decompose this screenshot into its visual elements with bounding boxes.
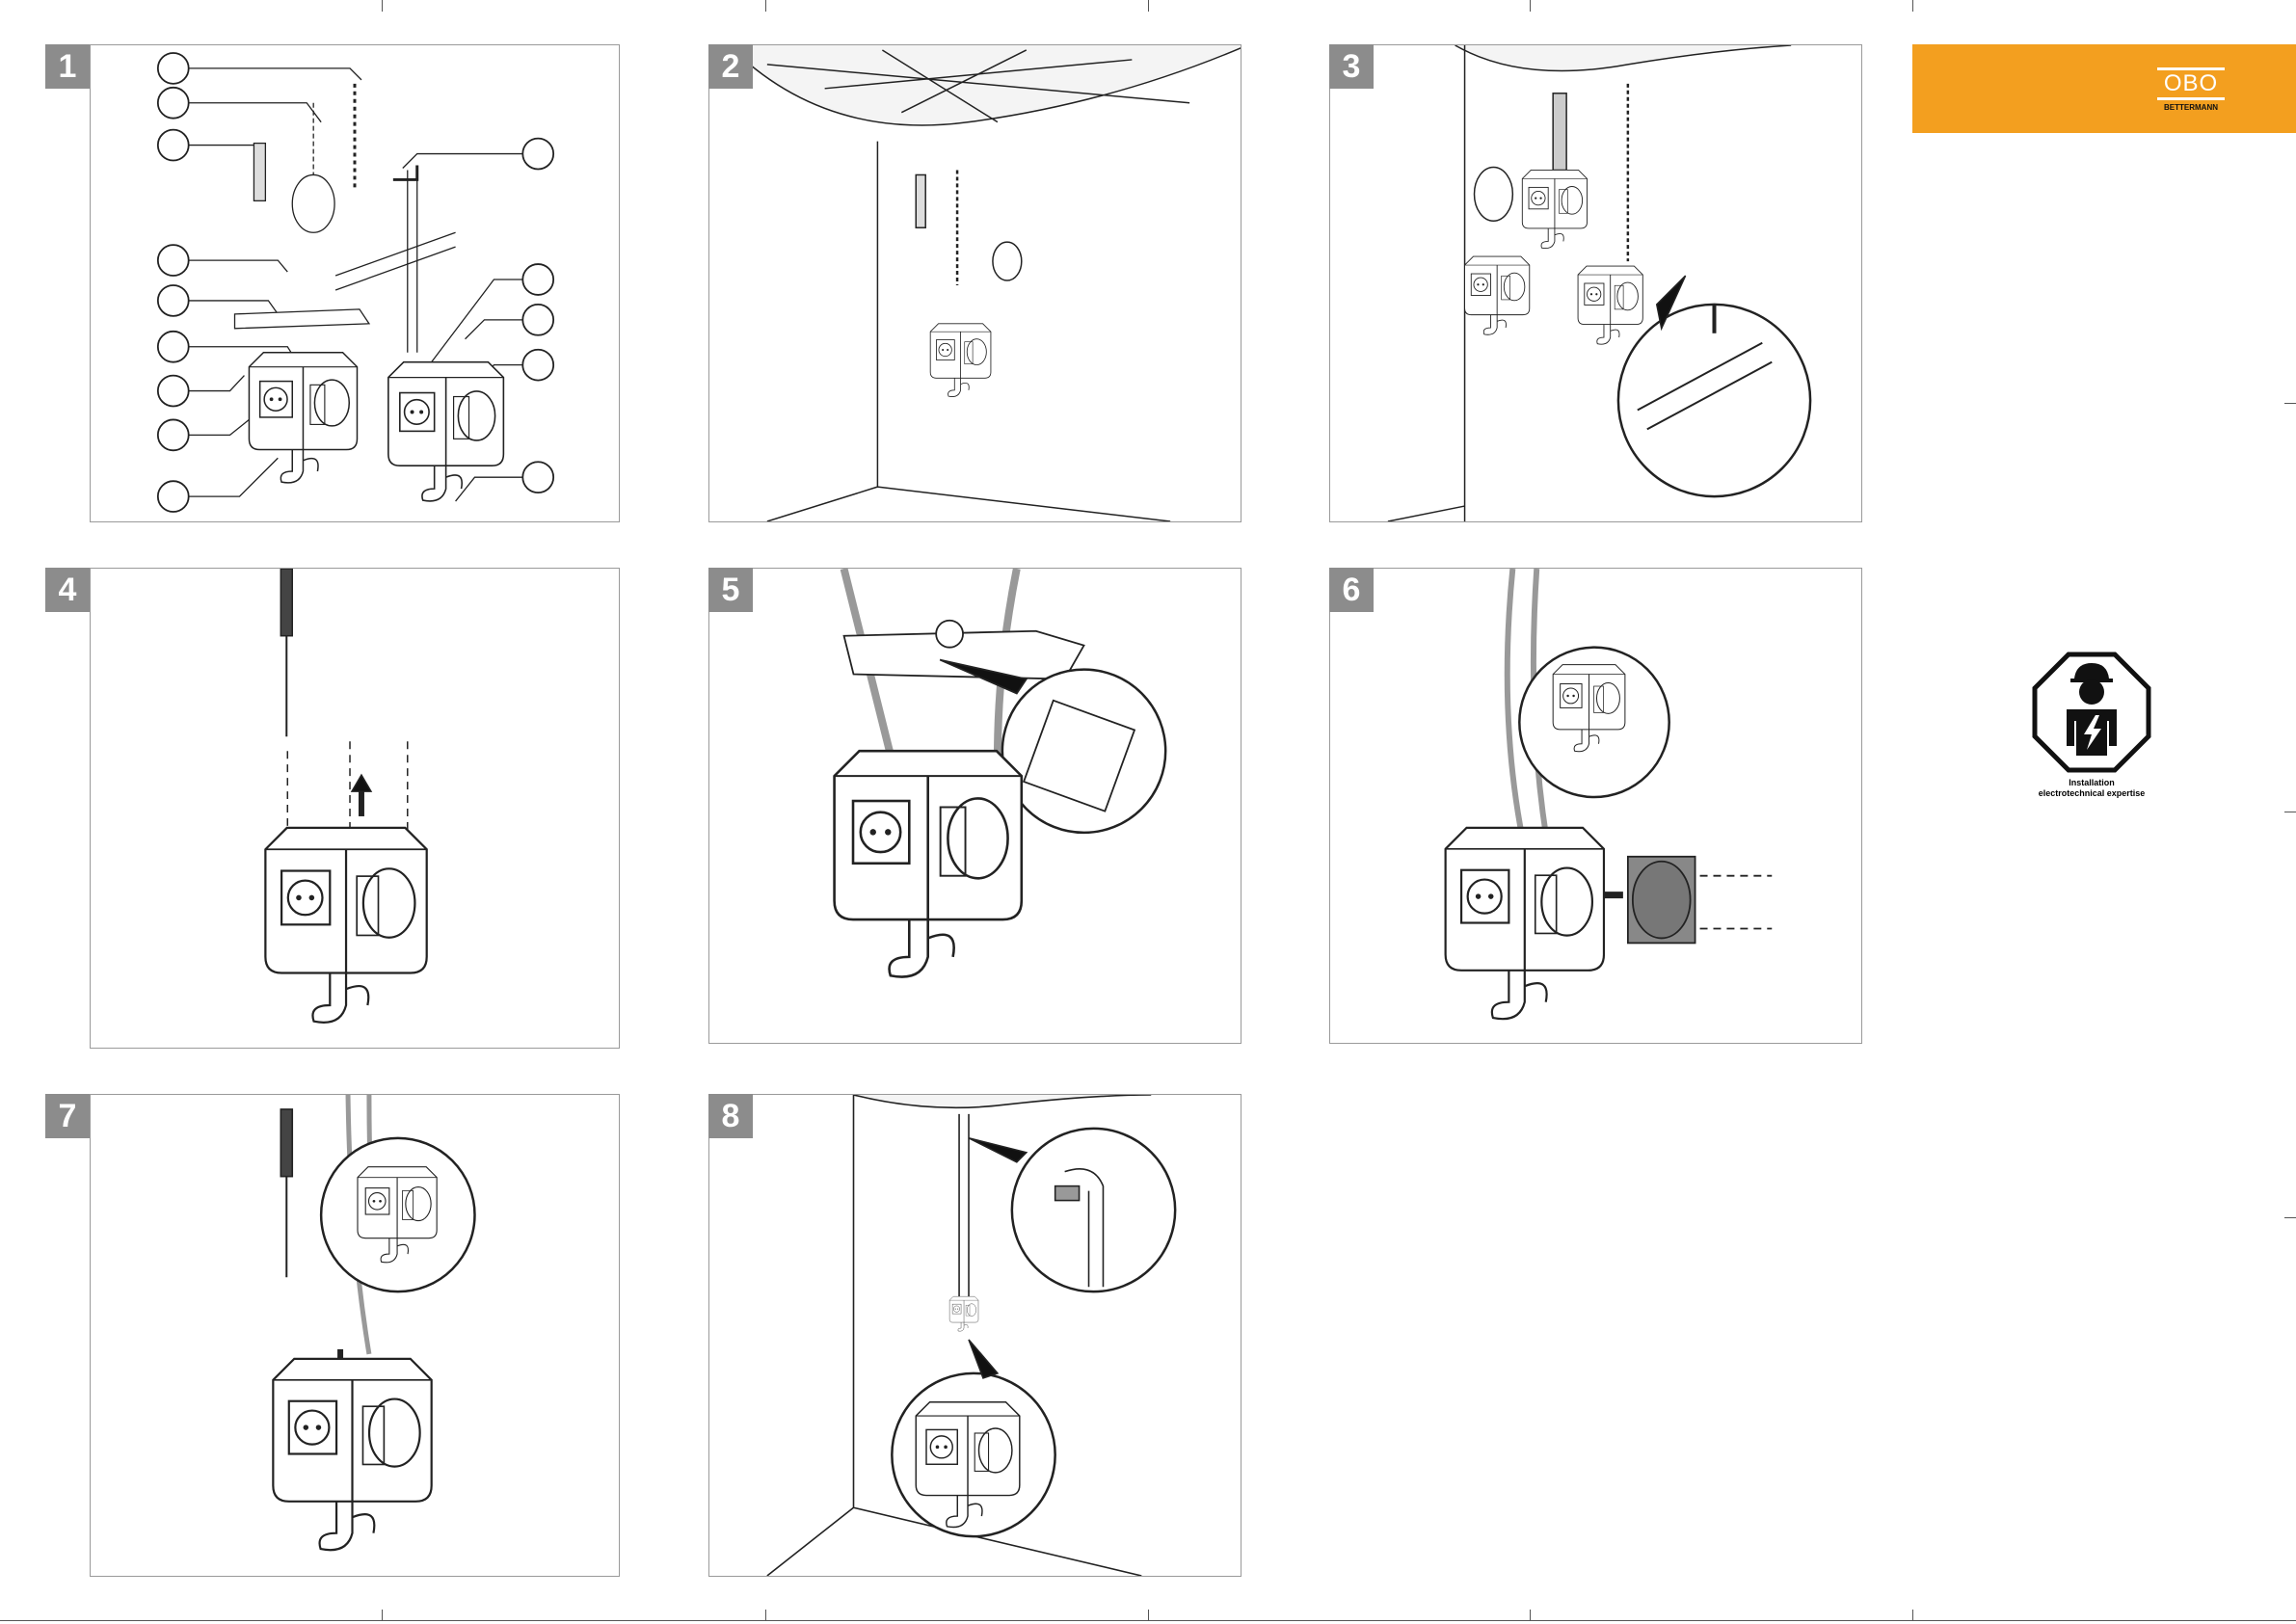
cable-entry-illustration [833, 569, 1167, 978]
step-number: 1 [45, 44, 90, 89]
open-cover-illustration [264, 569, 428, 1024]
step-number: 7 [45, 1094, 90, 1138]
step-number: 6 [1329, 568, 1374, 612]
crop-mark [1148, 1610, 1149, 1621]
step-8-panel: 8 [708, 1094, 1241, 1577]
crop-mark [765, 1610, 766, 1621]
step-4-panel: 4 [45, 568, 620, 1049]
crop-mark [1912, 0, 1913, 12]
step-number: 2 [708, 44, 753, 89]
crop-mark [765, 0, 766, 12]
exploded-parts-illustration [156, 52, 555, 513]
socket-insert-illustration [1444, 569, 1773, 1021]
crop-mark [1912, 1610, 1913, 1621]
brand-banner: OBO BETTERMANN [1912, 44, 2296, 133]
crop-mark [382, 0, 383, 12]
crop-mark [1530, 0, 1531, 12]
step-3-panel: 3 [1329, 44, 1862, 522]
step-number: 3 [1329, 44, 1374, 89]
step-number: 8 [708, 1094, 753, 1138]
electrician-icon [2032, 652, 2151, 773]
step-7-panel: 7 [45, 1094, 620, 1577]
crop-mark [1530, 1610, 1531, 1621]
step-5-panel: 5 [708, 568, 1241, 1044]
ceiling-mount-illustration [728, 45, 1241, 521]
step-number: 5 [708, 568, 753, 612]
final-mounting-illustration [766, 1095, 1177, 1576]
close-cover-illustration [272, 1095, 476, 1552]
crop-mark [2284, 403, 2296, 404]
step-6-panel: 6 [1329, 568, 1862, 1044]
step-2-panel: 2 [708, 44, 1241, 522]
electrician-required-symbol: Installation electrotechnical expertise [2024, 652, 2159, 799]
crop-mark [1148, 0, 1149, 12]
step-1-panel: 1 [45, 44, 620, 522]
hanging-options-illustration [1387, 45, 1812, 521]
crop-mark [2284, 1217, 2296, 1218]
crop-mark [382, 1610, 383, 1621]
step-number: 4 [45, 568, 90, 612]
obo-logo: OBO BETTERMANN [2157, 66, 2225, 112]
